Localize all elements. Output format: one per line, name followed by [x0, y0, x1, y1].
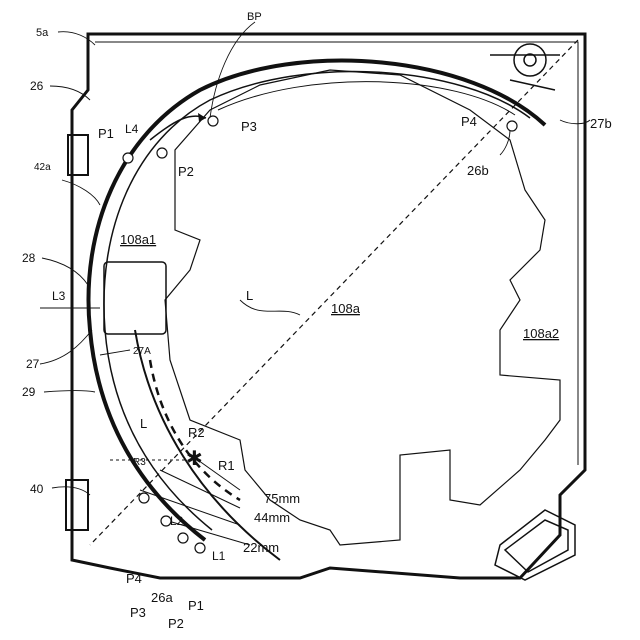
labels: 5a 26 42a 28 L3 27 29 40 BP P1 L4 P2 P3 … — [22, 11, 612, 631]
label-29: 29 — [22, 385, 36, 399]
label-27A: 27A — [133, 346, 151, 357]
leader-lines — [40, 22, 590, 495]
label-42a: 42a — [34, 162, 51, 173]
label-P3-bottom: P3 — [130, 605, 146, 620]
label-5a: 5a — [36, 27, 49, 39]
label-108a: 108a — [331, 301, 361, 316]
label-R2: R2 — [188, 425, 205, 440]
label-26b: 26b — [467, 163, 489, 178]
label-L2: L2 — [170, 514, 184, 528]
point-markers — [123, 116, 517, 553]
label-P4-right: P4 — [461, 114, 477, 129]
label-27b: 27b — [590, 116, 612, 131]
label-P3-top: P3 — [241, 119, 257, 134]
label-44mm: 44mm — [254, 510, 290, 525]
label-108a2: 108a2 — [523, 326, 559, 341]
arrow-head — [198, 113, 206, 122]
label-P1-bottom: P1 — [188, 598, 204, 613]
lower-right-component — [495, 510, 575, 580]
label-75mm: 75mm — [264, 491, 300, 506]
label-108a1: 108a1 — [120, 232, 156, 247]
label-P2-top: P2 — [178, 164, 194, 179]
label-P2-bottom: P2 — [168, 616, 184, 631]
label-22mm: 22mm — [243, 540, 279, 555]
center-star: ✱ — [186, 448, 203, 470]
label-26: 26 — [30, 79, 44, 93]
label-BP: BP — [247, 11, 262, 23]
label-L1: L1 — [212, 549, 226, 563]
label-L-mid: L — [246, 288, 253, 303]
label-R1: R1 — [218, 458, 235, 473]
label-40: 40 — [30, 482, 44, 496]
label-P1-top: P1 — [98, 126, 114, 141]
label-L4: L4 — [125, 122, 139, 136]
label-L3: L3 — [52, 289, 66, 303]
label-L-low: L — [140, 416, 147, 431]
label-R3: R3 — [133, 457, 146, 468]
label-26a: 26a — [151, 590, 173, 605]
label-27: 27 — [26, 357, 40, 371]
top-right-mechanism — [490, 44, 560, 90]
label-28: 28 — [22, 251, 36, 265]
label-P4-bottom: P4 — [126, 571, 142, 586]
